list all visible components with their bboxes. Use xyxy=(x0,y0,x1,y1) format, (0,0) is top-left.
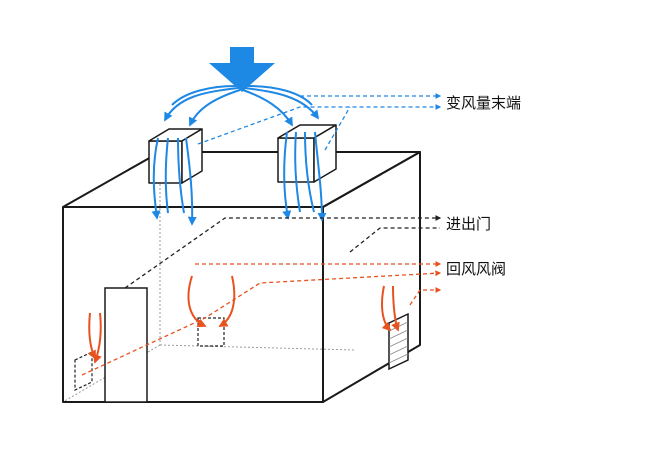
return-airflow-curves xyxy=(87,275,400,364)
supply-airflow-curves xyxy=(151,85,327,226)
door-leader-lines xyxy=(124,215,442,289)
vav-leader-lines xyxy=(197,93,442,151)
return-damper-floor xyxy=(197,317,225,347)
vav-terminal-left xyxy=(148,128,203,184)
label-entrance-door: 进出门 xyxy=(446,215,491,233)
label-vav-terminal: 变风量末端 xyxy=(446,94,521,112)
return-damper-right-wall xyxy=(388,312,409,371)
supply-air-arrow-icon xyxy=(209,47,275,92)
label-return-air-damper: 回风风阀 xyxy=(446,260,506,278)
return-damper-left-wall xyxy=(74,351,93,391)
entrance-door xyxy=(104,287,148,403)
return-damper-leader-lines xyxy=(81,261,442,376)
